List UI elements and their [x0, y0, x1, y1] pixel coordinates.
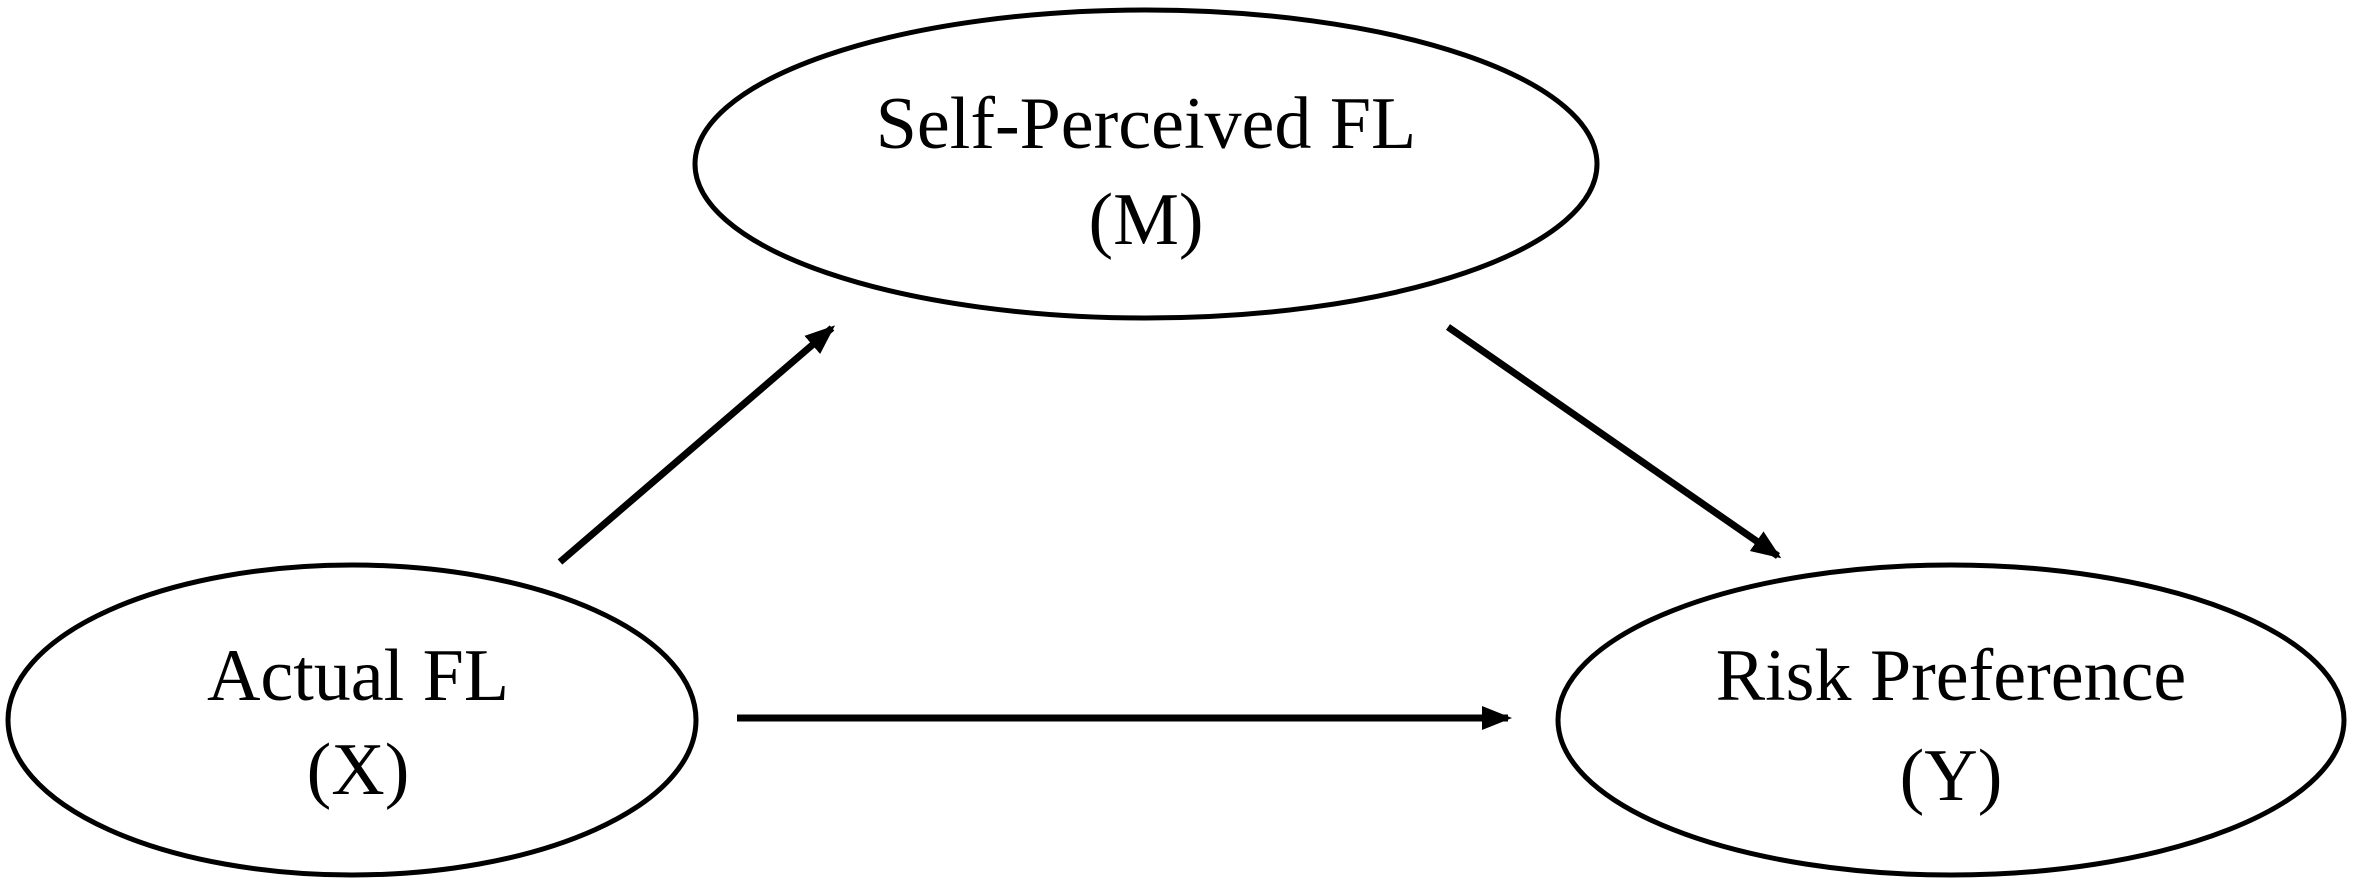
edge-m-to-y	[1446, 324, 1782, 559]
edges	[557, 324, 1782, 730]
predictor-label: Actual FL	[207, 635, 509, 717]
predictor-symbol: (X)	[307, 729, 410, 811]
mediator-symbol: (M)	[1088, 179, 1203, 261]
predictor-ellipse	[5, 562, 699, 878]
outcome-ellipse	[1555, 562, 2347, 878]
edge-x-to-m	[557, 325, 836, 565]
mediator-ellipse	[692, 7, 1600, 321]
node-outcome: Risk Preference (Y)	[1555, 562, 2347, 878]
node-predictor: Actual FL (X)	[5, 562, 699, 878]
mediator-label: Self-Perceived FL	[876, 83, 1416, 165]
node-mediator: Self-Perceived FL (M)	[692, 7, 1600, 321]
outcome-symbol: (Y)	[1900, 735, 2003, 817]
outcome-label: Risk Preference	[1716, 635, 2187, 717]
